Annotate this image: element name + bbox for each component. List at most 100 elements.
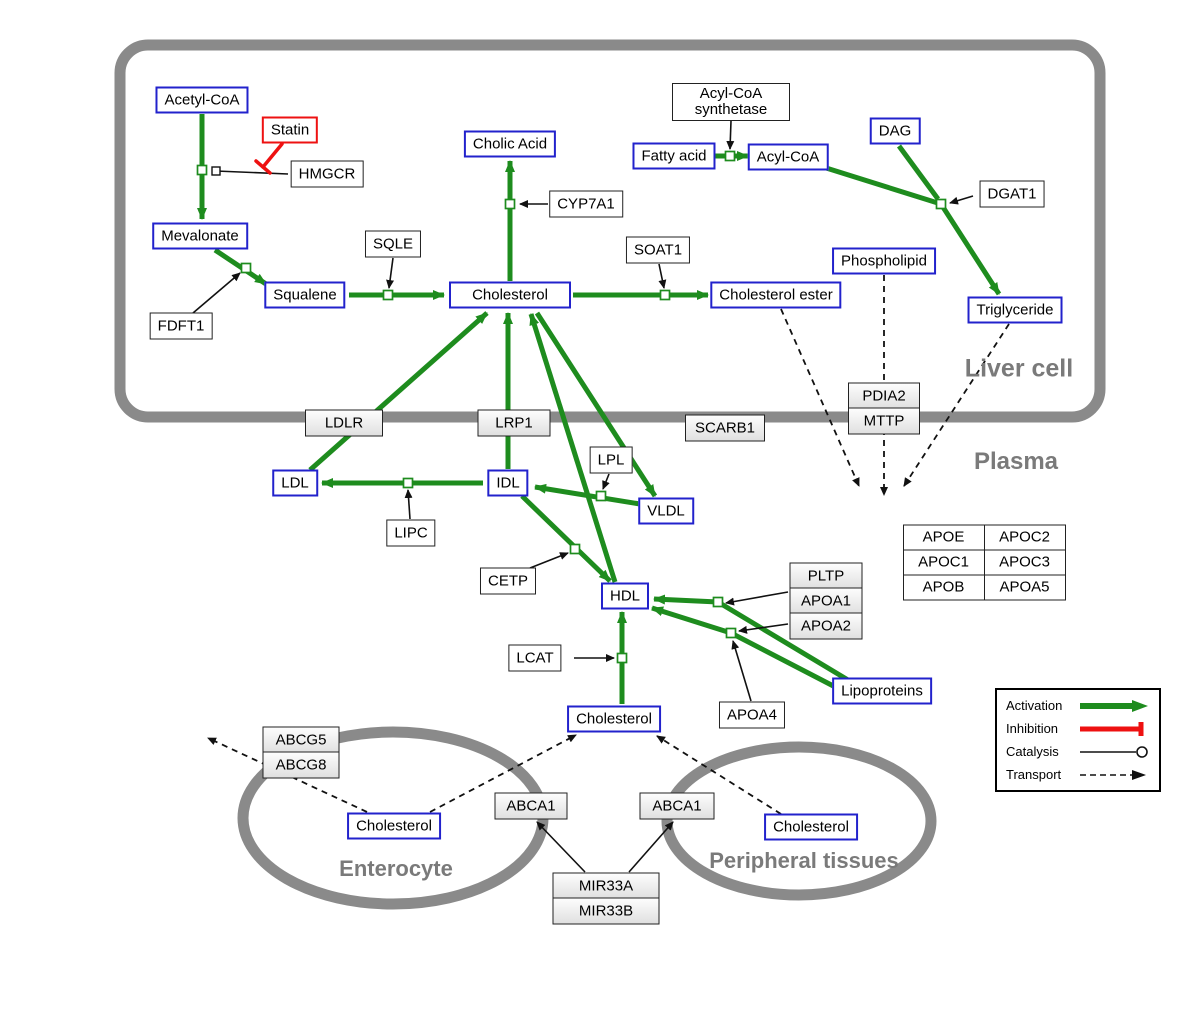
node-lpl[interactable]: LPL [589, 446, 633, 474]
liver-cell-compartment [114, 39, 1106, 423]
reaction-node [196, 164, 208, 176]
apo-table-cell[interactable]: APOC1 [902, 549, 985, 575]
node-cholesterol-liver[interactable]: Cholesterol [449, 281, 571, 309]
mevalonate-to-squalene-edge [213, 247, 268, 287]
fdft1-catalysis-edge [192, 272, 241, 314]
node-hdl[interactable]: HDL [600, 582, 650, 610]
reaction-node [382, 289, 394, 301]
reaction-node [595, 490, 607, 502]
vldl-to-idl-edge [534, 483, 641, 507]
node-cyp7a1[interactable]: CYP7A1 [549, 190, 623, 218]
node-cholesterol-peripheral[interactable]: Cholesterol [764, 813, 858, 841]
apo-table-cell[interactable]: APOE [902, 524, 985, 550]
statin-inhibits-hmgcr-edge [261, 142, 284, 169]
reaction-node [504, 198, 516, 210]
enterocyte-cholesterol-efflux-edge [207, 737, 368, 813]
node-apoa2[interactable]: APOA2 [789, 612, 863, 640]
legend-catalysis-label: Catalysis [1006, 744, 1059, 759]
node-sqle[interactable]: SQLE [364, 230, 422, 258]
acyl-coa-to-triglyceride-edge [822, 164, 1002, 296]
peripheral-tissues-compartment [661, 741, 937, 901]
enterocyte-to-plasma-cholesterol-edge [429, 734, 577, 813]
node-abcg5[interactable]: ABCG5 [262, 726, 340, 754]
sqle-catalysis-edge [386, 257, 395, 289]
reaction-node [569, 543, 581, 555]
node-mir33a[interactable]: MIR33A [552, 872, 660, 900]
reaction-node [935, 198, 947, 210]
node-triglyceride[interactable]: Triglyceride [967, 296, 1063, 324]
node-abca1-peripheral[interactable]: ABCA1 [639, 792, 715, 820]
node-acyl-coa[interactable]: Acyl-CoA [747, 143, 829, 171]
node-statin[interactable]: Statin [261, 116, 319, 144]
apo-table-cell[interactable]: APOA5 [983, 574, 1066, 600]
node-ldlr[interactable]: LDLR [305, 409, 383, 437]
legend-inhibition-label: Inhibition [1006, 721, 1059, 736]
node-pltp[interactable]: PLTP [789, 562, 863, 590]
node-idl[interactable]: IDL [487, 469, 529, 497]
cetp-catalysis-edge [529, 552, 569, 569]
node-lcat[interactable]: LCAT [508, 644, 562, 672]
legend: Activation Inhibition Catalysis Transpor… [995, 688, 1161, 792]
node-vldl[interactable]: VLDL [638, 497, 694, 525]
legend-row-transport: Transport [1006, 767, 1150, 783]
node-cholesterol-ester[interactable]: Cholesterol ester [710, 281, 842, 309]
reaction-node [240, 262, 252, 274]
reaction-node [616, 652, 628, 664]
ldl-to-liver-cholesterol-edge [308, 311, 489, 472]
node-squalene[interactable]: Squalene [264, 281, 346, 309]
catalysis-circle-icon [1080, 745, 1148, 758]
node-abcg8[interactable]: ABCG8 [262, 751, 340, 779]
node-fatty-acid[interactable]: Fatty acid [632, 142, 716, 170]
soat1-catalysis-edge [658, 263, 667, 289]
node-acetyl-coa[interactable]: Acetyl-CoA [155, 86, 249, 114]
node-scarb1[interactable]: SCARB1 [685, 414, 765, 442]
node-phospholipid[interactable]: Phospholipid [832, 247, 936, 275]
acyl-coa-synthetase-catalysis-edge [726, 120, 735, 150]
node-hmgcr[interactable]: HMGCR [290, 160, 364, 188]
idl-to-hdl-edge [520, 494, 612, 583]
legend-row-catalysis: Catalysis [1006, 744, 1150, 760]
apoa2-catalysis-edge [738, 623, 789, 634]
reaction-node [725, 627, 737, 639]
node-ldl[interactable]: LDL [272, 469, 318, 497]
node-cholic-acid[interactable]: Cholic Acid [463, 130, 557, 158]
node-fdft1[interactable]: FDFT1 [149, 312, 213, 340]
node-dgat1[interactable]: DGAT1 [979, 180, 1045, 208]
legend-activation-label: Activation [1006, 698, 1063, 713]
node-apoa1[interactable]: APOA1 [789, 587, 863, 615]
node-mttp[interactable]: MTTP [848, 407, 920, 435]
node-mevalonate[interactable]: Mevalonate [152, 222, 248, 250]
node-cholesterol-plasma[interactable]: Cholesterol [567, 705, 661, 733]
legend-transport-label: Transport [1006, 767, 1062, 782]
apo-table-cell[interactable]: APOC3 [983, 549, 1066, 575]
node-abca1-enterocyte[interactable]: ABCA1 [494, 792, 568, 820]
node-dag[interactable]: DAG [869, 117, 921, 145]
enterocyte-label: Enterocyte [339, 856, 453, 881]
node-lipc[interactable]: LIPC [386, 519, 436, 547]
apoa4-catalysis-edge [731, 640, 752, 702]
hdl-to-liver-cholesterol-edge [528, 313, 618, 583]
node-pdia2[interactable]: PDIA2 [848, 382, 920, 410]
apo-table-cell[interactable]: APOC2 [983, 524, 1066, 550]
plasma-label: Plasma [973, 448, 1059, 475]
peripheral-to-plasma-cholesterol-edge [656, 735, 782, 815]
liver-cell-label: Liver cell [964, 354, 1074, 383]
node-acyl-coa-synthetase[interactable]: Acyl-CoA synthetase [672, 83, 790, 121]
transport-arrow-icon [1080, 769, 1146, 780]
node-mir33b[interactable]: MIR33B [552, 897, 660, 925]
node-soat1[interactable]: SOAT1 [625, 236, 691, 264]
apo-table-cell[interactable]: APOB [902, 574, 985, 600]
node-cholesterol-enterocyte[interactable]: Cholesterol [347, 812, 441, 840]
node-cetp[interactable]: CETP [479, 567, 537, 595]
reaction-node [724, 150, 736, 162]
inhibition-tbar-icon [1080, 721, 1144, 736]
node-lrp1[interactable]: LRP1 [477, 409, 551, 437]
reaction-node [402, 477, 414, 489]
node-lipoproteins[interactable]: Lipoproteins [832, 677, 932, 705]
peripheral-tissues-label: Peripheral tissues [709, 848, 899, 873]
statin-inhibits-hmgcr-tbar [254, 159, 272, 175]
node-apoa4[interactable]: APOA4 [718, 701, 786, 729]
